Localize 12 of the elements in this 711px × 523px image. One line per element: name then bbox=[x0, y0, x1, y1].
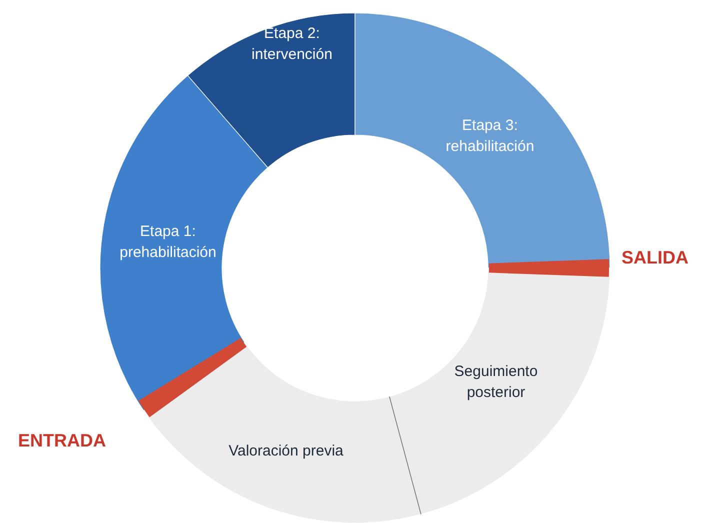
ring-segment bbox=[187, 12, 356, 168]
ring-segment bbox=[354, 12, 610, 268]
stage-label: SALIDA bbox=[622, 248, 688, 268]
segment-label: Etapa 3: rehabilitación bbox=[444, 116, 536, 157]
segment-label: Seguimiento posterior bbox=[453, 362, 539, 403]
segment-label: Etapa 1: prehabilitación bbox=[118, 222, 218, 263]
ring-segment bbox=[143, 342, 422, 523]
ring-segment bbox=[100, 75, 268, 411]
stage-label: ENTRADA bbox=[18, 430, 106, 452]
segment-label: Valoración previa bbox=[228, 442, 344, 462]
segment-label: Etapa 2: intervención bbox=[250, 24, 334, 65]
ring-segment bbox=[389, 268, 610, 515]
